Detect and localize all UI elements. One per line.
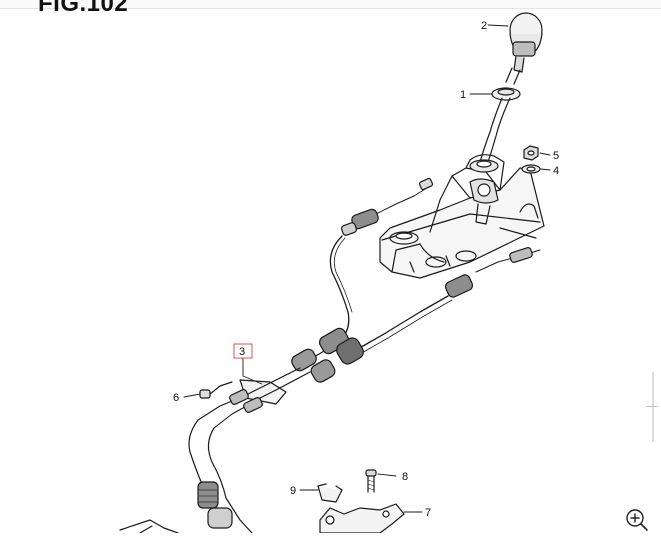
- callout-1: 1: [460, 89, 466, 101]
- bolt: [365, 469, 377, 493]
- viewer-top-edge: [0, 0, 661, 9]
- callout-6: 6: [173, 392, 179, 404]
- callout-8: 8: [402, 471, 408, 483]
- shift-cable-a: [291, 235, 353, 372]
- leader-lines: [183, 24, 551, 513]
- nut: [523, 145, 539, 161]
- zoom-in-icon: [626, 509, 648, 531]
- callout-4: 4: [553, 165, 559, 177]
- viewer-edge-marker-line: [646, 406, 658, 407]
- callout-7: 7: [425, 507, 431, 519]
- retaining-clip: [199, 381, 233, 399]
- callout-3: 3: [239, 346, 245, 358]
- shift-lever: [479, 67, 521, 163]
- cable-bracket: [197, 367, 311, 429]
- lower-cables: [119, 419, 253, 533]
- callout-3-box: [233, 343, 253, 359]
- shift-knob: [509, 12, 543, 73]
- callout-5: 5: [553, 150, 559, 162]
- viewer-edge-marker: [652, 372, 654, 442]
- washer: [521, 164, 541, 174]
- zoom-in-button[interactable]: [624, 507, 650, 533]
- u-clip: [317, 483, 343, 503]
- callout-9: 9: [290, 485, 296, 497]
- shift-cable-b: [310, 295, 453, 383]
- callout-2: 2: [481, 20, 487, 32]
- cable-end-upper-right: [444, 247, 541, 298]
- cable-end-upper-left: [340, 177, 434, 236]
- mounting-bracket: [319, 503, 405, 533]
- shifter-housing: [379, 154, 545, 279]
- figure-title: FIG.102: [38, 0, 129, 17]
